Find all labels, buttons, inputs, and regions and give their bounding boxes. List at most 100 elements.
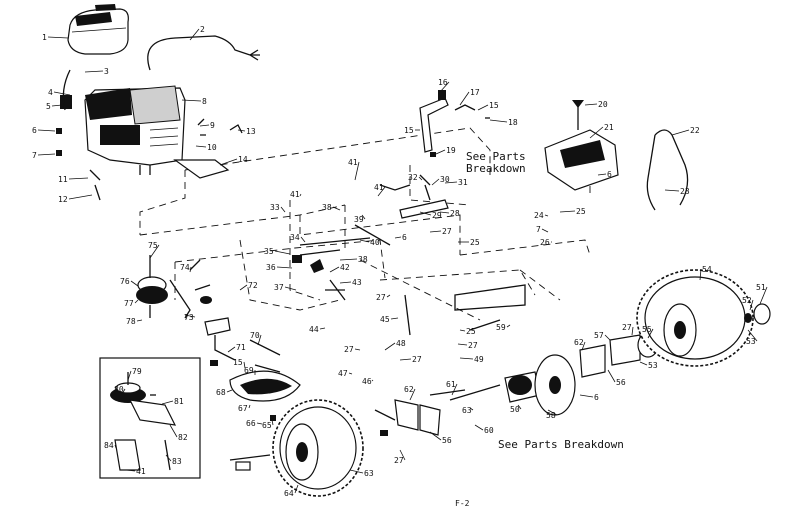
- callout-40: 40: [370, 238, 380, 247]
- callout-33: 33: [270, 203, 280, 212]
- callout-41: 41: [348, 158, 358, 167]
- callout-9: 9: [210, 121, 215, 130]
- callout-35: 35: [264, 247, 274, 256]
- fuel-tank: [67, 4, 129, 55]
- leader-line: [181, 99, 202, 102]
- leader-line: [439, 211, 450, 214]
- front-axle: [394, 354, 576, 436]
- leader-line: [377, 186, 386, 197]
- callout-17: 17: [470, 88, 480, 97]
- callout-70: 70: [250, 331, 260, 340]
- callout-53: 53: [648, 361, 658, 370]
- callout-46: 46: [362, 377, 372, 386]
- callout-28: 28: [450, 209, 460, 218]
- leader-line: [386, 294, 391, 298]
- callout-8: 8: [202, 97, 207, 106]
- leader-line: [394, 236, 402, 239]
- leader-line: [759, 286, 768, 305]
- leader-line: [597, 173, 607, 176]
- callout-53: 53: [746, 337, 756, 346]
- callout-69: 69: [244, 366, 254, 375]
- callout-15: 15: [404, 126, 414, 135]
- leader-line: [431, 178, 440, 186]
- callout-24: 24: [534, 211, 544, 220]
- callout-55: 55: [642, 325, 652, 334]
- callout-6: 6: [402, 233, 407, 242]
- leader-line: [604, 334, 611, 341]
- callout-37: 37: [274, 283, 284, 292]
- leader-line: [329, 266, 340, 273]
- leader-line: [429, 230, 442, 233]
- callout-11: 11: [58, 175, 68, 184]
- leader-line: [84, 70, 104, 73]
- callout-41: 41: [374, 183, 384, 192]
- leader-line: [664, 189, 680, 192]
- leader-line: [239, 284, 248, 291]
- leader-line: [300, 236, 306, 243]
- callout-52: 52: [742, 296, 752, 305]
- callout-49: 49: [474, 355, 484, 364]
- callout-78: 78: [126, 317, 136, 326]
- leader-line: [639, 361, 648, 366]
- callout-60: 60: [484, 426, 494, 435]
- callout-32: 32: [408, 173, 418, 182]
- callout-54: 54: [702, 265, 712, 274]
- engine-hardware: [56, 118, 243, 201]
- leader-line: [130, 280, 139, 287]
- callout-77: 77: [124, 299, 134, 308]
- leader-line: [418, 176, 423, 181]
- callout-27: 27: [442, 227, 452, 236]
- callout-56: 56: [442, 436, 452, 445]
- callout-75: 75: [148, 241, 158, 250]
- callout-27: 27: [376, 293, 386, 302]
- shift-cable: [646, 129, 689, 211]
- callout-25: 25: [470, 238, 480, 247]
- callout-34: 34: [290, 233, 300, 242]
- leader-line: [53, 91, 71, 96]
- callout-44: 44: [309, 325, 319, 334]
- footer-mark: F-2: [455, 499, 470, 508]
- callout-81: 81: [174, 397, 184, 406]
- callout-47: 47: [338, 369, 348, 378]
- leader-line: [199, 124, 210, 127]
- callout-7: 7: [32, 151, 37, 160]
- callout-66: 66: [246, 419, 256, 428]
- leader-line: [451, 383, 458, 396]
- leader-line: [332, 206, 341, 211]
- leader-line: [747, 329, 758, 342]
- callout-13: 13: [246, 127, 256, 136]
- callout-23: 23: [680, 187, 690, 196]
- callout-58: 58: [546, 411, 556, 420]
- leader-line: [257, 334, 262, 346]
- callout-68: 68: [216, 388, 226, 397]
- callout-4: 4: [48, 88, 53, 97]
- leader-line: [541, 228, 549, 233]
- leader-line: [195, 145, 207, 148]
- callout-29: 29: [432, 211, 442, 220]
- leader-line: [149, 244, 160, 259]
- callout-73: 73: [184, 313, 194, 322]
- callout-62: 62: [574, 338, 584, 347]
- leader-line: [749, 299, 754, 311]
- callout-6: 6: [32, 126, 37, 135]
- leader-line: [631, 326, 634, 336]
- engine: [60, 69, 186, 175]
- clutch-pulley: [136, 255, 212, 319]
- chassis-frame: [139, 127, 591, 321]
- leader-line: [339, 258, 358, 261]
- leader-line: [459, 91, 470, 106]
- callout-62: 62: [404, 385, 414, 394]
- callout-84: 84: [104, 441, 114, 450]
- leader-line: [37, 153, 56, 156]
- leader-line: [439, 81, 450, 93]
- leader-line: [547, 409, 558, 416]
- callout-6: 6: [594, 393, 599, 402]
- leader-line: [647, 328, 654, 339]
- callout-25: 25: [576, 207, 586, 216]
- leader-line: [37, 129, 56, 132]
- leader-line: [435, 149, 446, 155]
- callout-71: 71: [236, 343, 246, 352]
- leader-line: [184, 314, 196, 318]
- callout-67: 67: [238, 404, 248, 413]
- leader-line: [339, 281, 352, 284]
